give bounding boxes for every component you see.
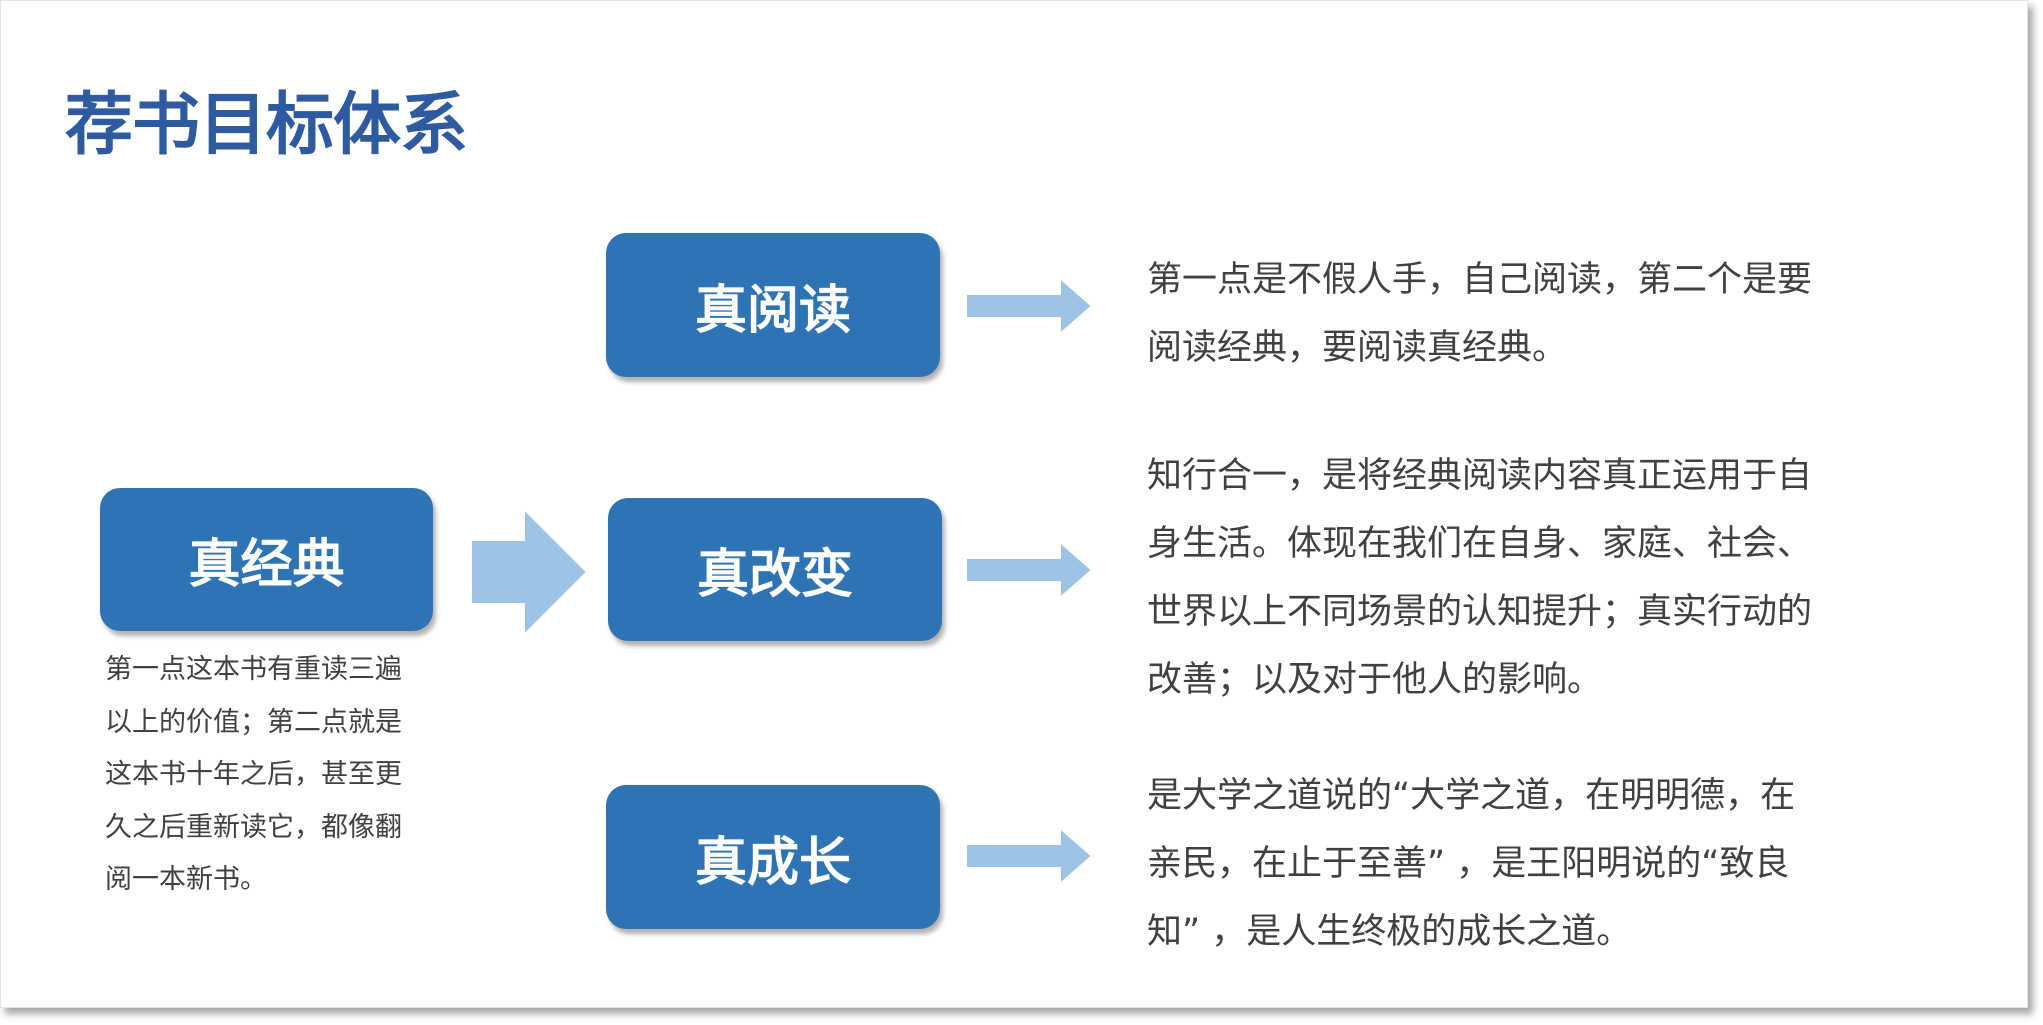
big-arrow [471,509,587,635]
node-true-change-label: 真改变 [696,545,853,605]
node-true-growth: 真成长 [606,785,940,929]
desc-true-change: 知行合一，是将经典阅读内容真正运用于自 身生活。体现在我们在自身、家庭、社会、 … [1147,442,1812,714]
note-line: 以上的价值；第二点就是 [105,706,402,738]
desc-line: 知行合一，是将经典阅读内容真正运用于自 [1147,456,1813,496]
desc-line: 身生活。体现在我们在自身、家庭、社会、 [1147,524,1813,564]
desc-line: 阅读经典，要阅读真经典。 [1147,328,1568,368]
note-line: 阅一本新书。 [105,864,267,895]
note-line: 第一点这本书有重读三遍 [105,654,402,685]
desc-line: 第一点是不假人手，自己阅读，第二个是要 [1147,260,1813,300]
desc-line: 是大学之道说的“大学之道，在明明德，在 [1147,776,1796,816]
node-true-classic: 真经典 [100,488,433,631]
slide-title: 荐书目标体系 [65,86,468,165]
node-true-reading: 真阅读 [606,233,940,377]
node-true-change: 真改变 [608,498,942,641]
desc-line: 知” ，是人生终极的成长之道。 [1147,912,1632,952]
note-line: 久之后重新读它，都像翻 [105,811,402,843]
desc-line: 亲民，在止于至善” ，是王阳明说的“致良 [1147,844,1790,884]
desc-true-reading: 第一点是不假人手，自己阅读，第二个是要 阅读经典，要阅读真经典。 [1147,246,1812,382]
arrow-reading [966,278,1092,334]
note-line: 这本书十年之后，甚至更 [105,759,402,790]
slide: 荐书目标体系 真经典 第一点这本书有重读三遍 以上的价值；第二点就是 这本书十年… [0,0,2028,1008]
node-true-growth-label: 真成长 [694,832,851,893]
node-true-classic-label: 真经典 [188,535,345,595]
desc-true-growth: 是大学之道说的“大学之道，在明明德，在 亲民，在止于至善” ，是王阳明说的“致良… [1147,762,1795,966]
desc-line: 世界以上不同场景的认知提升；真实行动的 [1147,592,1813,632]
true-classic-note: 第一点这本书有重读三遍 以上的价值；第二点就是 这本书十年之后，甚至更 久之后重… [105,644,402,907]
node-true-reading-label: 真阅读 [694,280,851,341]
arrow-change [966,542,1092,598]
desc-line: 改善；以及对于他人的影响。 [1147,660,1603,700]
arrow-growth [966,828,1092,884]
